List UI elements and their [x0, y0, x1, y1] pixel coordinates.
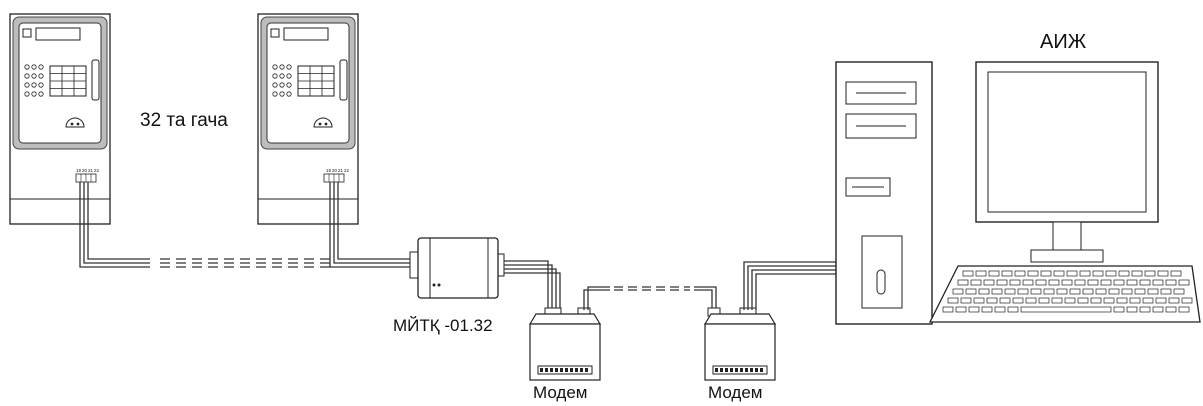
modem-2-label: Модем [708, 383, 763, 402]
svg-text:21: 21 [88, 168, 94, 173]
converter-modem-cable [504, 260, 561, 310]
computer-monitor [975, 61, 1159, 263]
meter-count-label: 32 та гача [140, 110, 228, 131]
svg-text:20: 20 [332, 168, 338, 173]
modem-1 [529, 307, 601, 381]
computer-keyboard [928, 265, 1201, 323]
meter-2: 19 20 21 22 [257, 13, 359, 225]
phone-line [583, 286, 717, 310]
modem-2 [704, 307, 776, 381]
meter-2-terminal-labels: 19 20 21 22 [326, 168, 350, 173]
modem-1-label: Модем [533, 383, 588, 402]
computer-label: АИЖ [1040, 31, 1087, 53]
converter-label: МЙТҚ -01.32 [393, 316, 493, 335]
svg-text:19: 19 [76, 168, 82, 173]
bus-cable [79, 182, 418, 268]
svg-text:20: 20 [82, 168, 88, 173]
meter-1: 19 20 21 22 [9, 13, 111, 225]
meter-1-terminal-labels: 19 20 21 22 [76, 168, 100, 173]
svg-text:22: 22 [344, 168, 350, 173]
modem-computer-cable [743, 261, 836, 310]
svg-text:22: 22 [94, 168, 100, 173]
svg-text:19: 19 [326, 168, 332, 173]
converter-device [409, 237, 505, 299]
svg-text:21: 21 [338, 168, 344, 173]
computer-tower [835, 61, 933, 325]
